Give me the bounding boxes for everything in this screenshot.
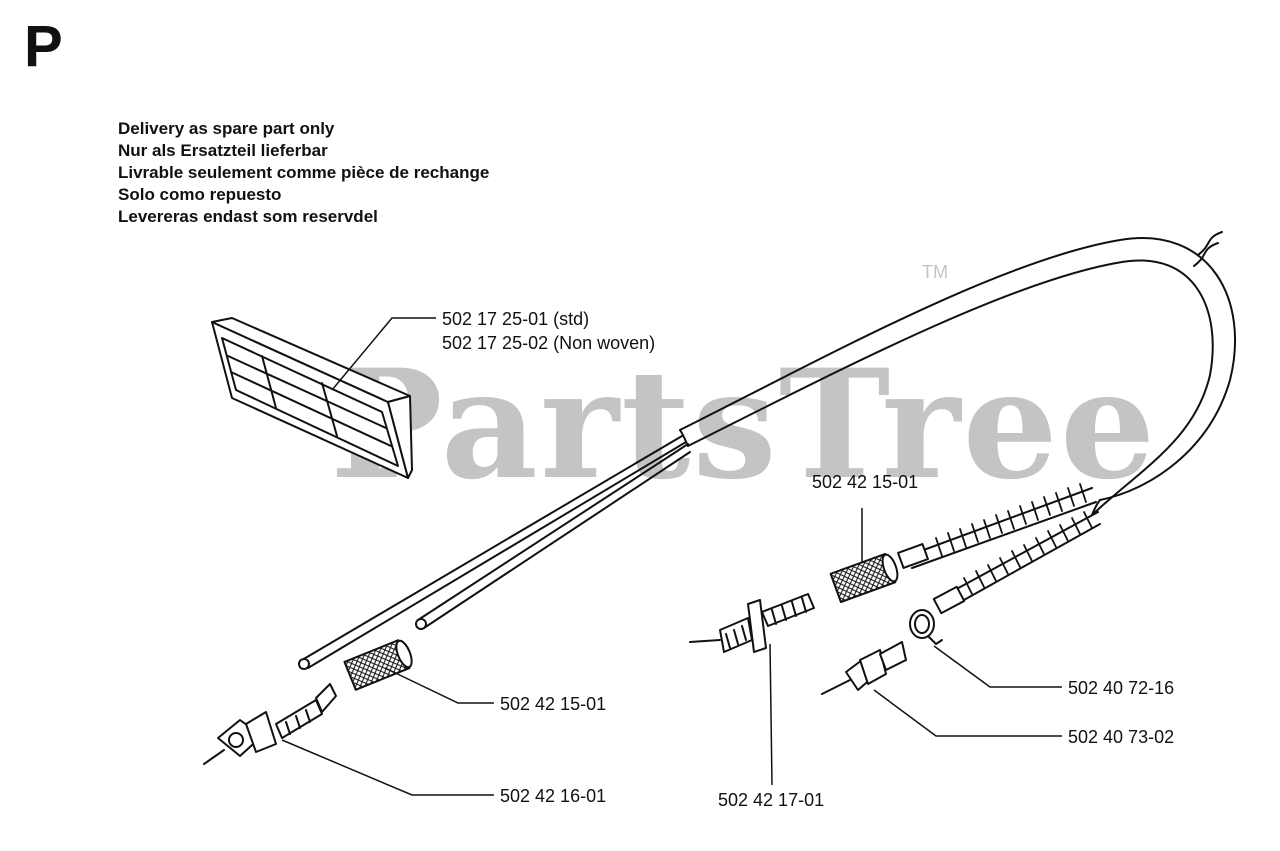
spring-cables	[897, 483, 1101, 615]
note-english: Delivery as spare part only	[118, 119, 335, 138]
spare-part-notes: Delivery as spare part only Nur als Ersa…	[118, 118, 489, 228]
watermark-trademark: TM	[922, 262, 948, 282]
part-label-nipple: 502 40 73-02	[1068, 727, 1175, 747]
leader-nipple	[873, 689, 1062, 737]
part-label-nut-right: 502 42 15-01	[812, 472, 919, 492]
hose-sleeve	[679, 231, 1237, 516]
knurled-nut-right	[829, 552, 899, 604]
leader-fitting-left	[281, 739, 494, 796]
note-french: Livrable seulement comme pièce de rechan…	[118, 163, 490, 182]
watermark: PartsTree	[330, 337, 1158, 513]
part-label-fitting-left: 502 42 16-01	[500, 786, 607, 806]
part-label-filter-std: 502 17 25-01 (std)	[442, 309, 590, 329]
note-spanish: Solo como repuesto	[118, 185, 282, 204]
filter-element	[211, 317, 413, 479]
hose-nipple	[821, 641, 907, 695]
threaded-fitting-left	[203, 683, 337, 765]
part-label-filter-nonwoven: 502 17 25-02 (Non woven)	[442, 333, 656, 353]
part-label-nut-left: 502 42 15-01	[500, 694, 607, 714]
leader-clamp	[933, 645, 1062, 688]
part-label-fitting-center: 502 42 17-01	[718, 790, 825, 810]
section-letter: P	[24, 14, 63, 79]
note-german: Nur als Ersatzteil lieferbar	[118, 141, 328, 160]
inner-tubes	[298, 435, 691, 670]
knurled-nut-left	[343, 639, 413, 691]
leader-filter	[331, 317, 436, 391]
note-swedish: Levereras endast som reservdel	[118, 207, 378, 226]
threaded-fitting-center	[689, 593, 815, 653]
hose-clamp	[909, 609, 943, 645]
leader-fitting-center	[769, 643, 773, 786]
leader-nut-left	[384, 667, 494, 704]
part-label-clamp: 502 40 72-16	[1068, 678, 1175, 698]
